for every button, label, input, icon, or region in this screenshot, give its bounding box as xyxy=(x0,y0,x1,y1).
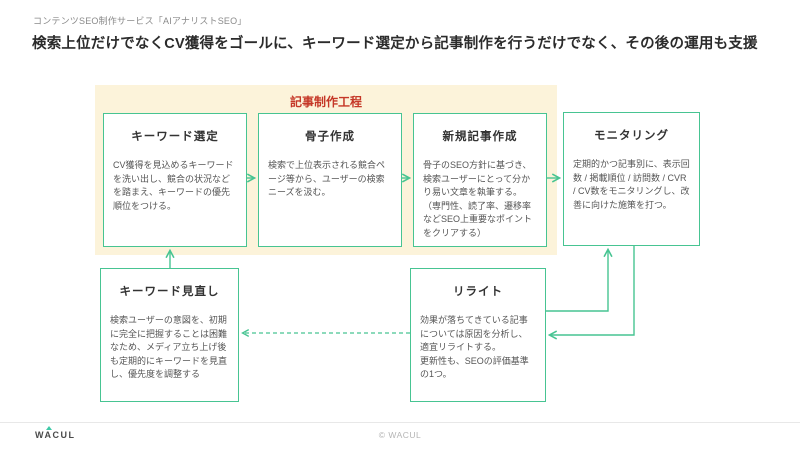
process-box-monitoring: モニタリング 定期的かつ記事別に、表示回数 / 掲載順位 / 訪問数 / CVR… xyxy=(563,112,700,246)
box-title: 骨子作成 xyxy=(305,131,355,143)
wacul-logo: WACUL xyxy=(35,426,76,440)
footer-divider xyxy=(0,422,800,423)
box-body: 検索で上位表示される競合ページ等から、ユーザーの検索ニーズを汲む。 xyxy=(268,160,386,197)
panel-label: 記事制作工程 xyxy=(289,95,362,109)
page-title: 検索上位だけでなくCV獲得をゴールに、キーワード選定から記事制作を行うだけでなく… xyxy=(32,36,758,52)
arrow-monitoring-to-rewrite-icon xyxy=(547,246,635,340)
box-body: 定期的かつ記事別に、表示回数 / 掲載順位 / 訪問数 / CVR / CV数を… xyxy=(573,159,690,210)
wacul-logo-accent-icon xyxy=(46,426,52,430)
box-title: キーワード見直し xyxy=(119,286,220,298)
process-box-keyword-review: キーワード見直し 検索ユーザーの意図を、初期に完全に把握することは困難なため、メ… xyxy=(100,268,239,402)
wacul-logo-text: WACUL xyxy=(35,430,76,440)
box-body: 効果が落ちてきている記事については原因を分析し、適宜リライトする。 更新性も、S… xyxy=(420,315,529,379)
process-box-new-article-creation: 新規記事作成 骨子のSEO方針に基づき、検索ユーザーにとって分かり易い文章を執筆… xyxy=(413,113,547,247)
arrow-rewrite-to-monitoring-icon xyxy=(546,247,613,312)
box-title: キーワード選定 xyxy=(131,131,219,143)
footer-copyright: © WACUL xyxy=(378,430,422,440)
service-subtitle: コンテンツSEO制作サービス「AIアナリストSEO」 xyxy=(33,16,247,26)
process-box-rewrite: リライト 効果が落ちてきている記事については原因を分析し、適宜リライトする。 更… xyxy=(410,268,546,402)
process-box-keyword-selection: キーワード選定 CV獲得を見込めるキーワードを洗い出し、競合の状況などを踏まえ、… xyxy=(103,113,247,247)
box-title: 新規記事作成 xyxy=(442,131,518,143)
box-body: 骨子のSEO方針に基づき、検索ユーザーにとって分かり易い文章を執筆する。 （専門… xyxy=(423,160,533,238)
box-title: モニタリング xyxy=(594,130,669,142)
process-box-outline-creation: 骨子作成 検索で上位表示される競合ページ等から、ユーザーの検索ニーズを汲む。 xyxy=(258,113,402,247)
box-body: 検索ユーザーの意図を、初期に完全に把握することは困難なため、メディア立ち上げ後も… xyxy=(110,315,228,379)
box-title: リライト xyxy=(453,286,503,298)
box-body: CV獲得を見込めるキーワードを洗い出し、競合の状況などを踏まえ、キーワードの優先… xyxy=(113,160,234,211)
